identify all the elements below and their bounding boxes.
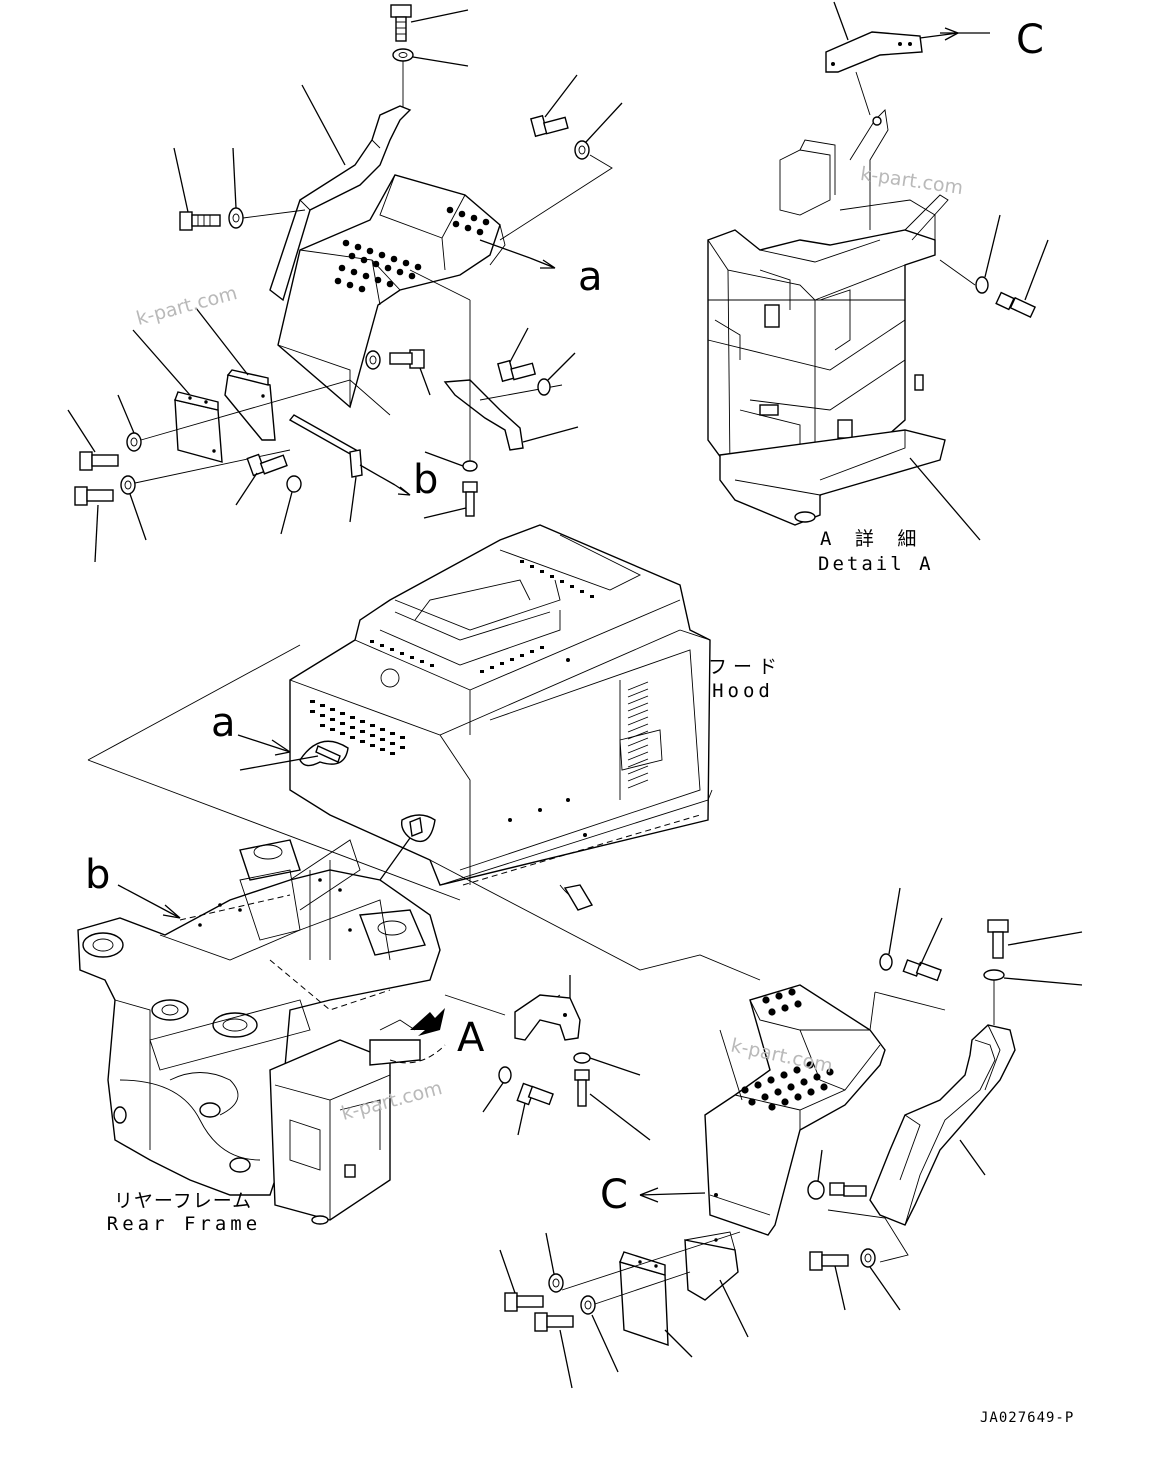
step-cover-top bbox=[277, 174, 556, 409]
detail-a-bolts bbox=[939, 214, 1049, 319]
mud-flap-left bbox=[132, 307, 276, 463]
callout-c-bottom: C bbox=[600, 1172, 628, 1218]
step-perforation bbox=[334, 206, 490, 293]
callout-b-top: b bbox=[413, 457, 439, 503]
hood-label-en: Hood bbox=[712, 680, 774, 702]
callout-A: A bbox=[457, 1015, 485, 1061]
step-perforation-bottom bbox=[741, 988, 834, 1111]
hood-callout-a bbox=[87, 644, 461, 901]
rear-frame-box bbox=[269, 1019, 446, 1225]
hood-vents bbox=[310, 560, 594, 755]
rear-frame-label-jp: リヤーフレーム bbox=[113, 1190, 253, 1212]
handrail bbox=[869, 919, 1083, 1226]
callout-a-top: a bbox=[578, 254, 603, 300]
rear-frame bbox=[77, 839, 441, 1196]
mud-flap-right bbox=[561, 1231, 749, 1358]
rear-frame-label-en: Rear Frame bbox=[106, 1213, 262, 1235]
bolt-top bbox=[390, 4, 469, 42]
detail-a-hood-frame bbox=[707, 109, 949, 501]
bolts-bottom-left bbox=[499, 1232, 619, 1389]
drawing-code: JA027649-P bbox=[980, 1410, 1075, 1426]
lever-pin bbox=[235, 414, 411, 535]
callout-C-bottom bbox=[639, 1187, 706, 1203]
bolt-left-upper bbox=[173, 147, 306, 231]
hood-assembly bbox=[239, 524, 713, 911]
mounting-bracket-arm bbox=[269, 84, 412, 302]
leader-lines-assembly bbox=[429, 859, 761, 1021]
callout-b-frame: b bbox=[85, 852, 111, 898]
bolts-lower-right bbox=[807, 887, 943, 1311]
callout-arrow-A bbox=[410, 1008, 445, 1036]
detail-a-label-jp: A 詳 細 bbox=[820, 528, 923, 550]
callout-a-hood: a bbox=[211, 700, 236, 746]
detail-a-label-en: Detail A bbox=[818, 553, 934, 575]
bolt-pair-right bbox=[499, 74, 623, 241]
support-bracket-right bbox=[409, 269, 579, 519]
hood-louver bbox=[627, 681, 649, 789]
bracket-lower-center bbox=[482, 975, 651, 1141]
detail-a-bracket bbox=[825, 1, 990, 116]
bolt-center bbox=[365, 349, 431, 396]
washer-top bbox=[392, 48, 469, 110]
callout-c-top: C bbox=[1016, 17, 1044, 63]
step-cover-bottom bbox=[704, 984, 946, 1236]
hood-label-jp: フード bbox=[708, 656, 784, 678]
bolts-left-lower bbox=[67, 379, 391, 563]
detail-a-base bbox=[719, 429, 981, 541]
